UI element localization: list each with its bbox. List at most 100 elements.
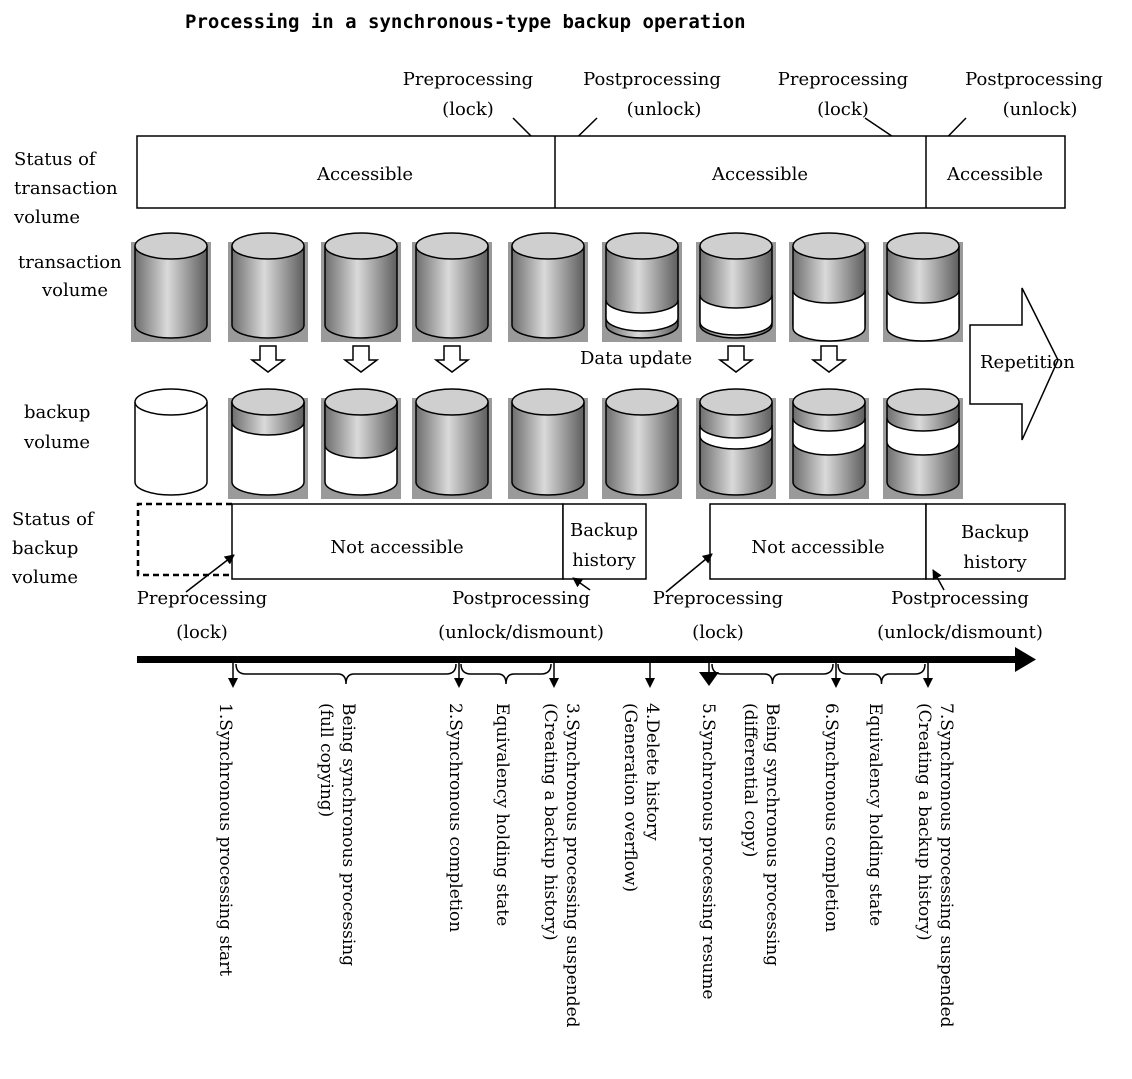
backup-status-not-accessible-2: Not accessible bbox=[751, 537, 884, 558]
backup-volume-5 bbox=[508, 388, 588, 499]
copy-arrow-1 bbox=[249, 345, 287, 373]
arrow-bottom-post-2 bbox=[932, 569, 945, 591]
copy-arrow-2 bbox=[342, 345, 380, 373]
top-preprocessing-1: Preprocessing bbox=[403, 69, 533, 90]
transaction-status-accessible-1: Accessible bbox=[316, 164, 413, 185]
brace-equivalency-2 bbox=[837, 663, 926, 685]
timeline-label-11-line-1: 7.Synchronous processing suspended bbox=[936, 703, 956, 1028]
backup-status-history-2a: Backup bbox=[961, 522, 1029, 543]
label-transaction-volume-1: transaction bbox=[18, 252, 122, 273]
label-status-transaction-1: Status of bbox=[14, 149, 97, 170]
copy-arrow-5 bbox=[810, 345, 848, 373]
repetition-label: Repetition bbox=[980, 352, 1075, 373]
tick-head-5 bbox=[699, 672, 719, 686]
timeline-label-9-line-1: 6.Synchronous completion bbox=[821, 703, 841, 932]
backup-volume-1 bbox=[134, 388, 208, 496]
timeline-label-5-line-2: (Creating a backup history) bbox=[540, 703, 560, 941]
timeline-label-2-line-1: Being synchronous processing bbox=[338, 703, 358, 966]
timeline-label-6-line-2: (Generation overflow) bbox=[620, 703, 640, 892]
transaction-status-bar bbox=[136, 135, 1066, 209]
timeline-labels: 1.Synchronous processing start Being sync… bbox=[215, 703, 956, 1028]
backup-status-bar bbox=[136, 502, 1066, 580]
repetition-arrow bbox=[969, 287, 1059, 441]
backup-volume-4 bbox=[412, 388, 492, 499]
copy-arrows bbox=[249, 345, 848, 373]
bottom-lock-1: (lock) bbox=[176, 622, 228, 643]
backup-volume-3 bbox=[321, 388, 401, 499]
tick-head-2 bbox=[454, 678, 464, 688]
transaction-volume-9 bbox=[883, 232, 963, 342]
timeline-label-2-line-2: (full copying) bbox=[316, 703, 336, 817]
label-backup-volume-1: backup bbox=[24, 402, 90, 423]
timeline-label-1-line-1: 1.Synchronous processing start bbox=[215, 703, 235, 976]
label-status-backup-2: backup bbox=[12, 538, 78, 559]
timeline-label-4-line-1: Equivalency holding state bbox=[492, 703, 512, 926]
bottom-postprocessing-2: Postprocessing bbox=[891, 588, 1029, 609]
top-lock-2: (lock) bbox=[817, 99, 869, 120]
timeline bbox=[137, 647, 1036, 672]
timeline-label-7-line-1: 5.Synchronous processing resume bbox=[698, 703, 718, 1000]
top-lock-1: (lock) bbox=[442, 99, 494, 120]
backup-volume-6 bbox=[602, 388, 682, 499]
transaction-volume-7 bbox=[696, 232, 776, 342]
backup-status-history-2b: history bbox=[963, 552, 1027, 573]
backup-volume-2 bbox=[228, 388, 308, 499]
transaction-volume-4 bbox=[412, 232, 492, 342]
timeline-label-10-line-1: Equivalency holding state bbox=[865, 703, 885, 926]
timeline-label-6-line-1: 4.Delete history bbox=[642, 703, 662, 841]
transaction-status-accessible-3: Accessible bbox=[946, 164, 1043, 185]
timeline-ticks bbox=[228, 663, 933, 688]
backup-status-history-1a: Backup bbox=[570, 520, 638, 541]
brace-differential-copy bbox=[711, 663, 834, 685]
timeline-braces bbox=[235, 663, 926, 685]
top-unlock-2: (unlock) bbox=[1003, 99, 1078, 120]
data-update-label: Data update bbox=[580, 348, 692, 369]
copy-arrow-4 bbox=[717, 345, 755, 373]
top-postprocessing-2: Postprocessing bbox=[965, 69, 1103, 90]
brace-full-copy bbox=[235, 663, 457, 685]
bottom-postprocessing-1: Postprocessing bbox=[452, 588, 590, 609]
backup-volume-7 bbox=[696, 388, 776, 499]
timeline-label-8-line-2: (differential copy) bbox=[740, 703, 760, 857]
timeline-label-3-line-1: 2.Synchronous completion bbox=[445, 703, 465, 932]
timeline-label-11-line-2: (Creating a backup history) bbox=[914, 703, 934, 941]
arrow-bottom-post-1 bbox=[572, 577, 591, 591]
tick-head-3 bbox=[549, 678, 559, 688]
backup-volume-8 bbox=[789, 388, 869, 499]
tick-head-4 bbox=[645, 678, 655, 688]
timeline-label-5-line-1: 3.Synchronous processing suspended bbox=[562, 703, 582, 1028]
backup-volume-9 bbox=[883, 388, 963, 499]
tick-head-7 bbox=[923, 678, 933, 688]
top-unlock-1: (unlock) bbox=[627, 99, 702, 120]
tick-head-6 bbox=[831, 678, 841, 688]
transaction-cylinders bbox=[131, 232, 963, 342]
label-status-backup-3: volume bbox=[11, 567, 78, 588]
arrow-bottom-pre-2 bbox=[665, 553, 713, 593]
label-transaction-volume-2: volume bbox=[41, 280, 108, 301]
timeline-label-8-line-1: Being synchronous processing bbox=[762, 703, 782, 966]
diagram-title: Processing in a synchronous-type backup … bbox=[185, 11, 746, 33]
transaction-volume-3 bbox=[321, 232, 401, 342]
top-preprocessing-2: Preprocessing bbox=[778, 69, 908, 90]
label-status-transaction-2: transaction bbox=[14, 178, 118, 199]
transaction-volume-6 bbox=[602, 232, 682, 342]
tick-head-1 bbox=[228, 678, 238, 688]
label-backup-volume-2: volume bbox=[23, 432, 90, 453]
transaction-volume-5 bbox=[508, 232, 588, 342]
bottom-lock-2: (lock) bbox=[692, 622, 744, 643]
arrow-bottom-pre-1 bbox=[185, 554, 235, 593]
top-postprocessing-1: Postprocessing bbox=[583, 69, 721, 90]
backup-status-history-1b: history bbox=[572, 550, 636, 571]
label-status-transaction-3: volume bbox=[13, 207, 80, 228]
transaction-volume-8 bbox=[789, 232, 869, 342]
bottom-unlock-dismount-2: (unlock/dismount) bbox=[877, 622, 1043, 643]
backup-status-not-accessible-1: Not accessible bbox=[330, 537, 463, 558]
transaction-volume-2 bbox=[228, 232, 308, 342]
transaction-volume-1 bbox=[131, 232, 211, 342]
bottom-preprocessing-2: Preprocessing bbox=[653, 588, 783, 609]
backup-cylinders bbox=[134, 388, 963, 499]
label-status-backup-1: Status of bbox=[12, 509, 95, 530]
brace-equivalency-1 bbox=[460, 663, 552, 685]
bottom-unlock-dismount-1: (unlock/dismount) bbox=[438, 622, 604, 643]
